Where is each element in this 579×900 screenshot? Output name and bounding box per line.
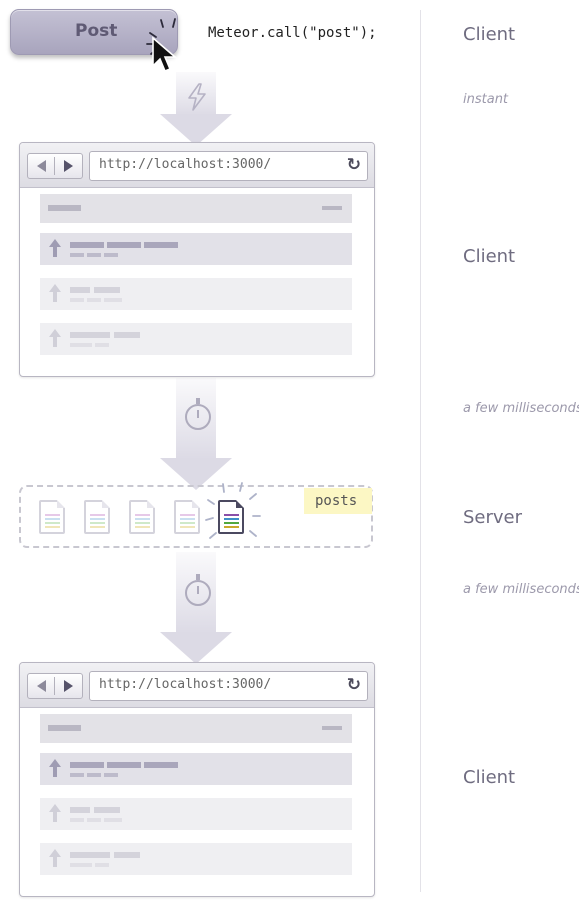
address-bar[interactable]: http://localhost:3000/ ↻ xyxy=(89,151,368,181)
stage-label-client-2: Client xyxy=(463,246,516,267)
post-row[interactable] xyxy=(40,798,352,830)
column-divider xyxy=(420,10,421,892)
url-text: http://localhost:3000/ xyxy=(99,157,272,172)
post-row[interactable] xyxy=(40,843,352,875)
timing-latency-2: a few milliseconds xyxy=(463,582,579,597)
flow-arrow-2 xyxy=(160,378,232,496)
upvote-arrow-icon[interactable] xyxy=(49,849,61,867)
collection-label: posts xyxy=(304,488,372,514)
flow-arrow-3 xyxy=(160,552,232,670)
browser-window-2: http://localhost:3000/ ↻ xyxy=(19,662,375,897)
post-button[interactable]: Post xyxy=(10,9,178,55)
stage-label-client-1: Client xyxy=(463,24,516,45)
nav-buttons xyxy=(27,673,83,699)
timing-instant: instant xyxy=(463,92,509,107)
forward-arrow-icon[interactable] xyxy=(64,680,73,692)
reload-icon[interactable]: ↻ xyxy=(346,675,361,695)
upvote-arrow-icon[interactable] xyxy=(49,759,61,777)
lightning-icon xyxy=(188,83,206,111)
server-database xyxy=(19,485,373,548)
reload-icon[interactable]: ↻ xyxy=(346,155,361,175)
back-arrow-icon[interactable] xyxy=(37,160,46,172)
highlight-burst-icon xyxy=(205,482,261,539)
back-arrow-icon[interactable] xyxy=(37,680,46,692)
stage-label-server: Server xyxy=(463,507,523,528)
nav-buttons xyxy=(27,153,83,179)
post-row[interactable] xyxy=(40,278,352,310)
method-call-code: Meteor.call("post"); xyxy=(208,25,377,41)
collection-name: posts xyxy=(315,493,358,509)
url-text: http://localhost:3000/ xyxy=(99,677,272,692)
post-row[interactable] xyxy=(40,323,352,355)
forward-arrow-icon[interactable] xyxy=(64,160,73,172)
cursor-icon xyxy=(152,36,178,73)
document-icon xyxy=(84,500,110,534)
browser-toolbar: http://localhost:3000/ ↻ xyxy=(20,143,374,188)
address-bar[interactable]: http://localhost:3000/ ↻ xyxy=(89,671,368,701)
timing-latency-1: a few milliseconds xyxy=(463,401,579,416)
upvote-arrow-icon[interactable] xyxy=(49,804,61,822)
upvote-arrow-icon[interactable] xyxy=(49,284,61,302)
page-header-bar xyxy=(40,194,352,223)
browser-toolbar: http://localhost:3000/ ↻ xyxy=(20,663,374,708)
new-document-icon xyxy=(218,500,244,534)
page-header-bar xyxy=(40,714,352,743)
document-icon xyxy=(129,500,155,534)
stopwatch-icon xyxy=(185,574,211,606)
post-row-new[interactable] xyxy=(40,753,352,785)
upvote-arrow-icon[interactable] xyxy=(49,329,61,347)
stopwatch-icon xyxy=(185,398,211,430)
browser-window-1: http://localhost:3000/ ↻ xyxy=(19,142,375,377)
upvote-arrow-icon[interactable] xyxy=(49,239,61,257)
post-row-new[interactable] xyxy=(40,233,352,265)
document-icon xyxy=(174,500,200,534)
post-button-label: Post xyxy=(75,21,118,41)
document-icon xyxy=(39,500,65,534)
stage-label-client-3: Client xyxy=(463,767,516,788)
flow-arrow-1 xyxy=(160,72,232,152)
